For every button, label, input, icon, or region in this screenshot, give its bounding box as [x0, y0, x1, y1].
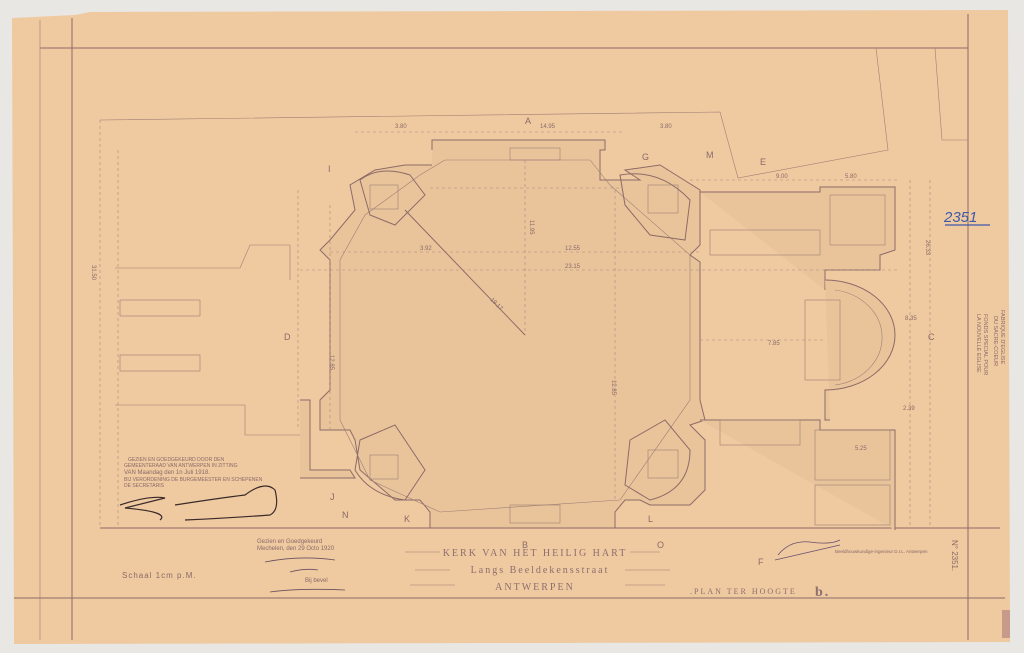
- dim-height-total: 31.50: [90, 265, 96, 281]
- property-boundary: [99, 47, 889, 179]
- paper-edge-mark: [1002, 610, 1010, 638]
- section-letter-k: K: [404, 514, 410, 524]
- architect-note: Beeldhouwkundige-ingenieur D.I.L. Antwer…: [835, 549, 928, 554]
- number-stamp: N° 2351.: [950, 540, 959, 571]
- mechelen-approval: Gezien en Goedgekeurd Mechelen, den 29 O…: [257, 539, 335, 584]
- city-title: ANTWERPEN: [495, 582, 575, 593]
- dim-top-right: 3.80: [660, 124, 672, 130]
- svg-text:Bij bevel: Bij bevel: [305, 578, 328, 584]
- property-boundary-right: [934, 47, 968, 141]
- svg-text:FABRIQUE D'EGLISE: FABRIQUE D'EGLISE: [999, 310, 1005, 365]
- section-letter-e: E: [760, 157, 766, 167]
- plan-label: .PLAN TER HOOGTE: [690, 587, 797, 596]
- svg-text:DE SECRETARIS: DE SECRETARIS: [124, 483, 165, 489]
- dim-right4: 2.39: [903, 406, 915, 412]
- section-letter-b: B: [522, 540, 528, 550]
- street-title: Langs Beeldekensstraat: [471, 565, 610, 576]
- dim-right5: 5.25: [855, 446, 867, 452]
- section-letter-j: J: [330, 492, 335, 502]
- section-letter-n: N: [342, 510, 349, 520]
- dim-height-left: 12.85: [328, 355, 334, 371]
- section-letters: A B C D E F G I J K L M N O: [284, 116, 935, 567]
- svg-text:VAN Maandag den 1n Juli 1918.: VAN Maandag den 1n Juli 1918.: [124, 470, 210, 476]
- dim-apse: 7.85: [768, 341, 780, 347]
- dim-top-width: 14.95: [540, 124, 556, 130]
- svg-text:Mechelen, den 29 Octo 1920: Mechelen, den 29 Octo 1920: [257, 546, 335, 552]
- dim-chapel: 3.92: [420, 246, 432, 252]
- left-outbuildings: [115, 244, 356, 479]
- dim-total-width: 23.15: [565, 264, 581, 270]
- title-block: KERK VAN HET HEILIG HART Langs Beeldeken…: [405, 548, 830, 600]
- corner-chapels: [354, 170, 691, 501]
- dim-right-total: 26.33: [924, 240, 930, 256]
- dim-top-left: 3.80: [395, 124, 407, 130]
- scale-label: Schaal 1cm p.M.: [122, 571, 197, 580]
- dim-nave-mid: 12.85: [610, 380, 616, 396]
- dim-height-mid: 11.95: [528, 220, 534, 235]
- city-approval-stamp: GEZIEN EN GOEDGEKEURD DOOR DEN GEMEENTER…: [124, 457, 263, 489]
- signature-city: [119, 485, 278, 521]
- svg-text:FONDS SPECIAL POUR: FONDS SPECIAL POUR: [982, 314, 988, 375]
- dim-right1: 9.00: [776, 174, 788, 180]
- section-letter-c: C: [928, 332, 935, 342]
- owner-stamp: FABRIQUE D'EGLISE DU SACRE-COEUR FONDS S…: [975, 310, 1005, 375]
- signature-mechelen: [264, 557, 346, 593]
- section-letter-g: G: [642, 152, 649, 162]
- svg-text:GEZIEN EN GOEDGEKEURD DOOR DEN: GEZIEN EN GOEDGEKEURD DOOR DEN: [128, 457, 225, 463]
- svg-text:DU SACRE-COEUR: DU SACRE-COEUR: [992, 316, 998, 366]
- section-letter-f: F: [758, 557, 764, 567]
- dim-right2: 5.80: [845, 174, 857, 180]
- catalog-number: 2351: [943, 209, 977, 226]
- section-letter-l: L: [648, 514, 653, 524]
- section-letter-o: O: [657, 540, 664, 550]
- section-letter-m: M: [706, 150, 714, 160]
- nave-walls: [319, 139, 706, 529]
- svg-text:GEMEENTERAAD VAN ANTWERPEN IN: GEMEENTERAAD VAN ANTWERPEN IN ZITTING: [124, 463, 238, 469]
- section-letter-d: D: [284, 332, 291, 342]
- dimension-lines: [117, 131, 931, 528]
- choir-apse: [700, 186, 896, 530]
- dim-right3: 8.35: [905, 316, 917, 322]
- svg-text:Gezien en Goedgekeurd: Gezien en Goedgekeurd: [257, 539, 322, 545]
- section-letter-i: I: [328, 164, 331, 174]
- dim-nave-width: 12.55: [565, 246, 581, 252]
- section-letter-a: A: [525, 116, 531, 126]
- plan-letter: b.: [815, 585, 830, 600]
- signature-architect: [774, 539, 841, 561]
- svg-text:BIJ VERORDENING DE BURGEMEEST: BIJ VERORDENING DE BURGEMEESTER EN SCHEP…: [124, 477, 263, 483]
- church-title: KERK VAN HET HEILIG HART: [443, 548, 628, 559]
- svg-text:LA NOUVELLE EGLISE: LA NOUVELLE EGLISE: [975, 314, 981, 373]
